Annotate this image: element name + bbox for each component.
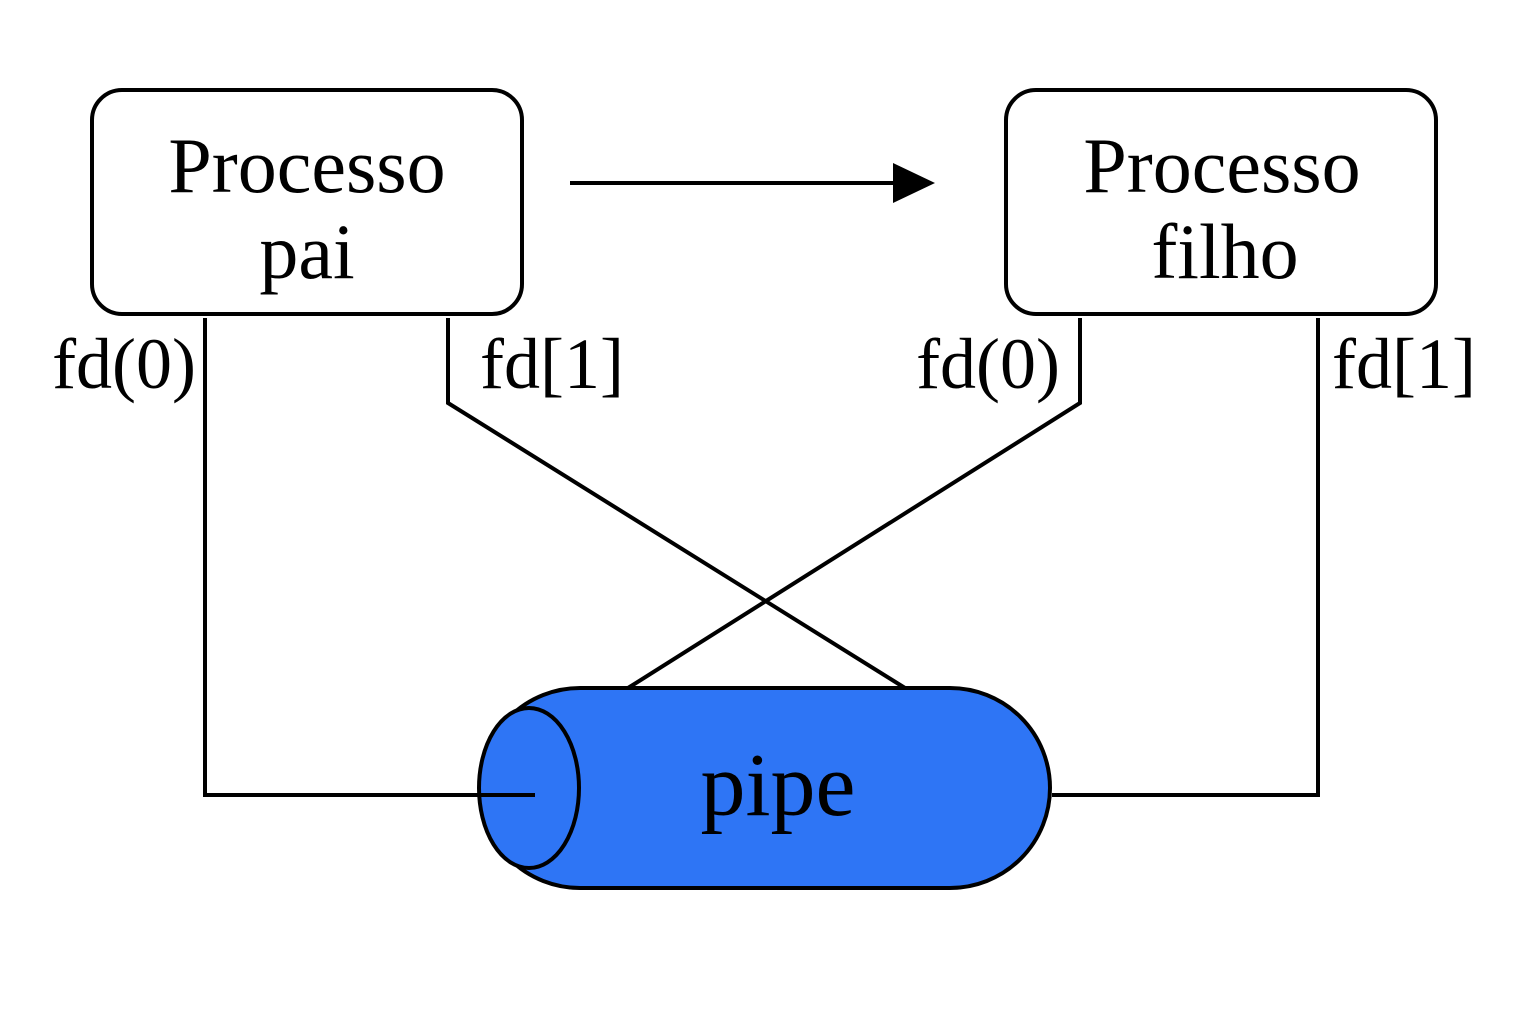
fork-arrow: [570, 163, 935, 203]
parent-process-box: Processo pai: [90, 88, 524, 316]
parent-process-title: Processo: [168, 122, 445, 209]
parent-fd1-line: [446, 318, 907, 690]
parent-fd0-line: [203, 318, 535, 797]
child-process-title: Processo: [1083, 122, 1360, 209]
child-fd0-line: [626, 318, 1082, 690]
pipe-open-end: [477, 706, 581, 870]
child-process-box: Processo filho: [1004, 88, 1438, 316]
pipe-label: pipe: [701, 736, 856, 835]
parent-fd1-label: fd[1]: [480, 324, 624, 404]
child-fd0-label: fd(0): [916, 324, 1060, 404]
child-fd1-label: fd[1]: [1332, 324, 1476, 404]
parent-process-subtitle: pai: [259, 208, 354, 295]
child-fd1-line: [1052, 318, 1320, 797]
pipe-cylinder: pipe: [477, 686, 1052, 890]
child-process-subtitle: filho: [1151, 208, 1298, 295]
parent-fd0-label: fd(0): [52, 324, 196, 404]
